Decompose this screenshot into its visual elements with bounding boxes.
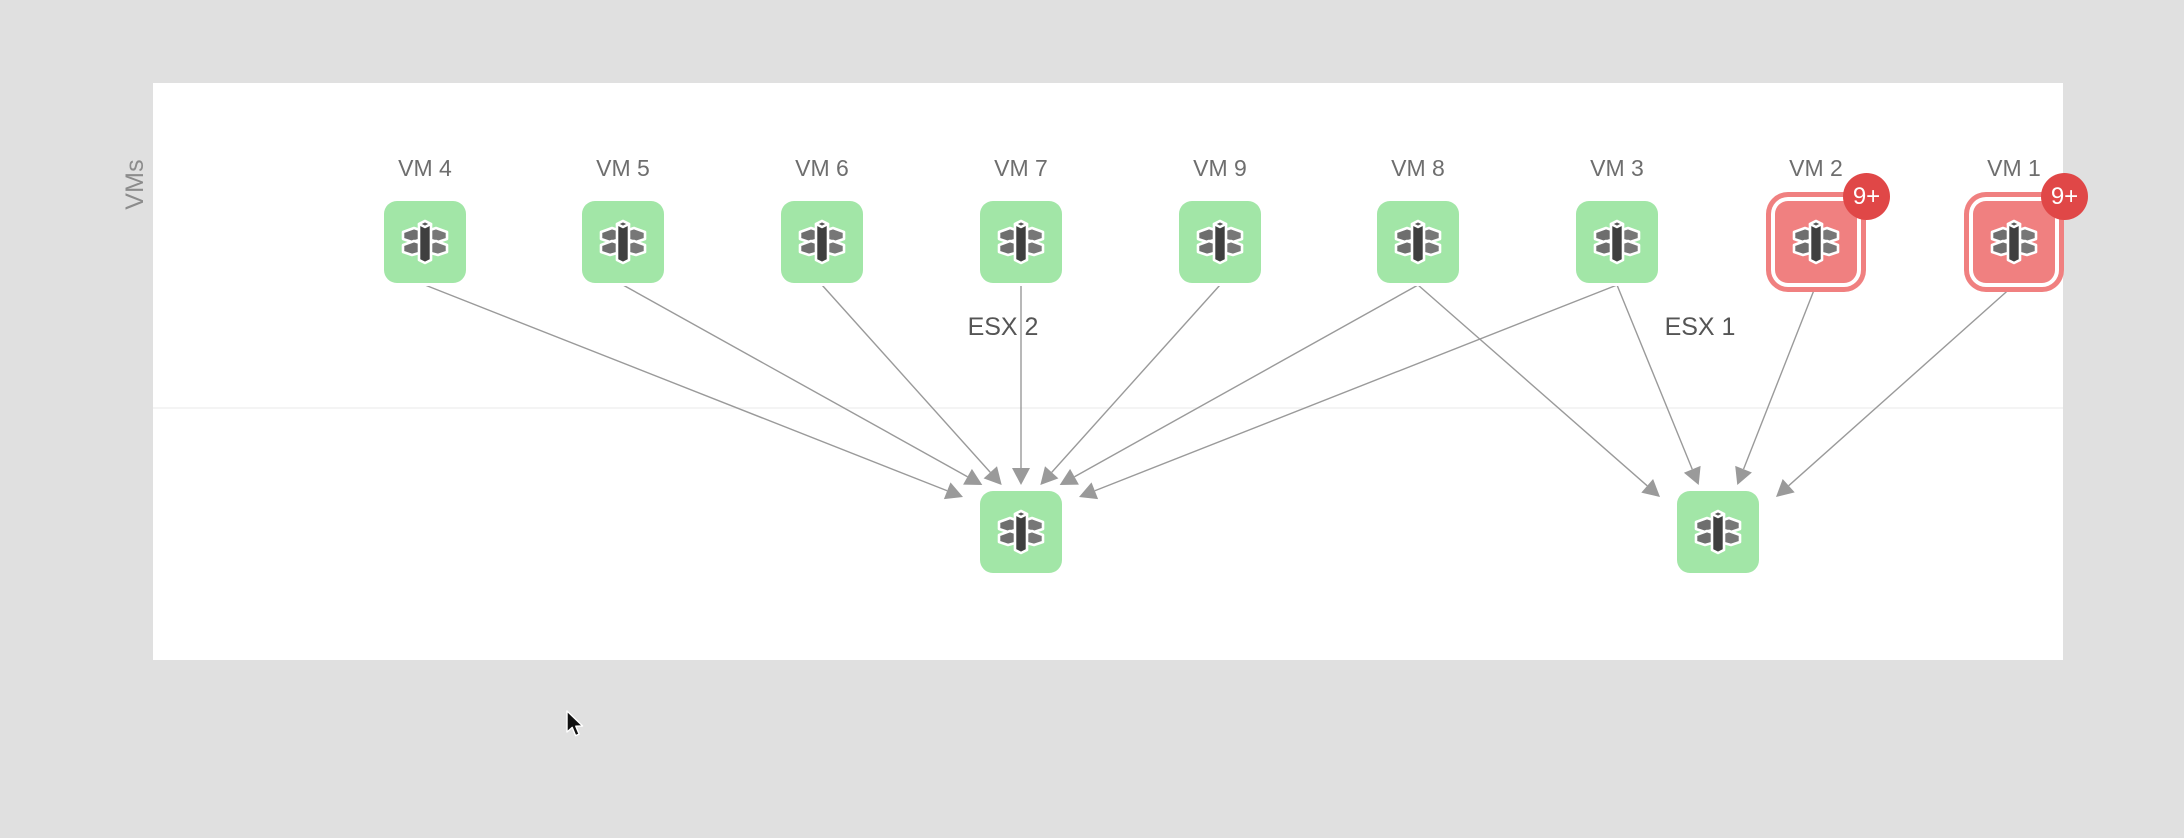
server-icon <box>1196 219 1244 265</box>
edge-vm4-to-esx2 <box>424 284 948 492</box>
arrowhead-vm2-to-esx1 <box>1735 465 1752 485</box>
row-label-hypervisors: Hypervisors <box>110 367 191 501</box>
vm-label-vm5: VM 5 <box>596 155 650 181</box>
alert-badge-vm2[interactable]: 9+ <box>1843 173 1890 220</box>
arrowhead-vm8-to-esx1 <box>1641 479 1660 497</box>
arrowhead-vm4-to-esx2 <box>943 482 963 500</box>
edge-vm3-to-esx2 <box>1094 284 1618 492</box>
edge-vm8-to-esx1 <box>1417 284 1648 487</box>
row-label-vms: VMs <box>110 159 153 210</box>
arrowhead-vm1-to-esx1 <box>1776 479 1795 497</box>
vm-label-vm2: VM 2 <box>1789 155 1843 181</box>
edge-vm9-to-esx2 <box>1051 284 1221 473</box>
vm-label-vm6: VM 6 <box>795 155 849 181</box>
server-icon <box>1792 219 1840 265</box>
hypervisor-label-esx2: ESX 2 <box>967 313 1039 341</box>
vm-node-vm7[interactable] <box>980 201 1062 283</box>
vm-label-vm1: VM 1 <box>1987 155 2041 181</box>
vm-label-vm4: VM 4 <box>398 155 452 181</box>
mouse-pointer-icon <box>566 710 584 737</box>
lane-divider <box>153 407 2063 409</box>
arrowhead-vm3-to-esx2 <box>1079 482 1099 500</box>
vm-node-vm3[interactable] <box>1576 201 1658 283</box>
server-icon <box>1394 219 1442 265</box>
arrowhead-vm6-to-esx2 <box>983 466 1002 485</box>
edge-vm6-to-esx2 <box>821 284 991 473</box>
server-icon <box>1694 509 1742 555</box>
server-icon <box>798 219 846 265</box>
vm-label-vm7: VM 7 <box>994 155 1048 181</box>
server-icon <box>401 219 449 265</box>
vm-node-vm6[interactable] <box>781 201 863 283</box>
vm-node-vm1[interactable] <box>1973 201 2055 283</box>
server-icon <box>1593 219 1641 265</box>
row-label-gutter: VMs Hypervisors <box>110 0 191 838</box>
server-icon <box>1990 219 2038 265</box>
vm-node-vm9[interactable] <box>1179 201 1261 283</box>
hypervisor-node-esx2[interactable] <box>980 491 1062 573</box>
alert-badge-vm1[interactable]: 9+ <box>2041 173 2088 220</box>
hypervisor-node-esx1[interactable] <box>1677 491 1759 573</box>
vm-node-vm4[interactable] <box>384 201 466 283</box>
server-icon <box>599 219 647 265</box>
edge-vm2-to-esx1 <box>1742 284 1817 470</box>
row-label-vms-text: VMs <box>120 159 149 210</box>
server-icon <box>997 509 1045 555</box>
edge-vm8-to-esx2 <box>1074 284 1419 478</box>
hypervisor-label-esx1: ESX 1 <box>1664 313 1736 341</box>
arrowhead-vm5-to-esx2 <box>963 468 983 485</box>
vm-label-vm3: VM 3 <box>1590 155 1644 181</box>
edge-vm1-to-esx1 <box>1788 284 2015 487</box>
arrowhead-vm8-to-esx2 <box>1059 468 1079 485</box>
vm-label-vm9: VM 9 <box>1193 155 1247 181</box>
edge-vm5-to-esx2 <box>622 284 968 478</box>
arrowhead-vm3-to-esx1 <box>1683 465 1701 485</box>
vm-node-vm8[interactable] <box>1377 201 1459 283</box>
vm-node-vm2[interactable] <box>1775 201 1857 283</box>
server-icon <box>997 219 1045 265</box>
arrowhead-vm9-to-esx2 <box>1040 466 1059 485</box>
arrowhead-vm7-to-esx2 <box>1012 468 1030 485</box>
vm-label-vm8: VM 8 <box>1391 155 1445 181</box>
vm-node-vm5[interactable] <box>582 201 664 283</box>
